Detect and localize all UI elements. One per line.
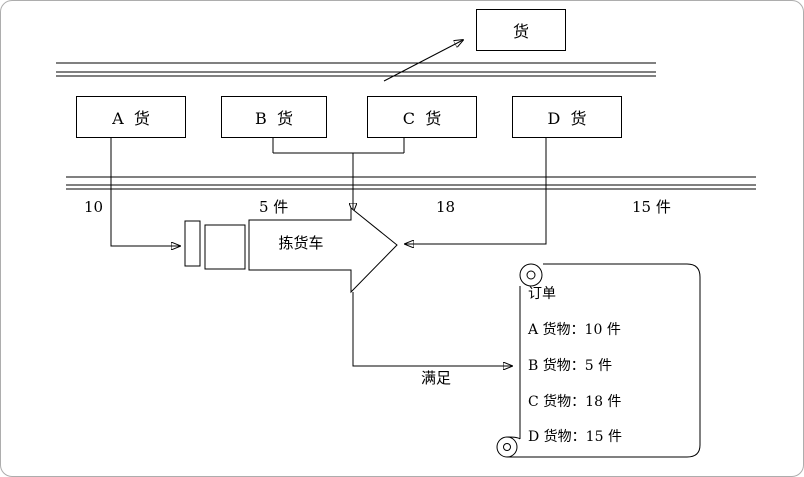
scroll-bottom-curl [496,436,518,458]
scroll-bottom-curl-inner [503,443,511,451]
lower-conveyor-rails [66,176,756,190]
quantity-c: 18 [436,198,456,216]
cart-arrow-body [248,206,398,294]
quantity-b: 5 件 [259,198,289,216]
order-item-b: B 货物：5 件 [528,358,613,374]
storage-box-a: A 货 [76,96,186,138]
connector-bc-to-cart [272,138,405,212]
order-item-c: C 货物：18 件 [528,394,622,410]
picking-cart-shape [184,206,398,294]
storage-box-d: D 货 [512,96,622,138]
storage-box-a-label: A 货 [112,109,150,128]
order-scroll-shape [496,263,701,458]
arrow-conveyor-to-goods [383,40,463,82]
storage-box-c-label: C 货 [402,109,442,128]
flow-label-satisfy: 满足 [421,369,452,387]
cart-wagon-large [204,224,246,270]
upper-conveyor-rails [56,62,656,77]
quantity-d: 15 件 [632,198,671,216]
order-item-d: D 货物：15 件 [528,429,622,445]
storage-box-b-label: B 货 [255,109,293,128]
connector-d-to-cart [405,138,547,244]
connector-cart-to-order [352,292,512,366]
order-item-a: A 货物：10 件 [528,322,621,338]
quantity-a: 10 [84,198,104,216]
storage-box-c: C 货 [367,96,477,138]
scroll-top-curl [519,263,543,287]
goods-box-label: 货 [512,22,529,41]
goods-box: 货 [476,9,566,51]
connector-a-to-cart [110,138,180,246]
scroll-outline [507,263,701,458]
storage-box-d-label: D 货 [547,109,587,128]
order-title: 订单 [528,286,556,302]
storage-box-b: B 货 [221,96,327,138]
picking-cart-label: 拣货车 [278,234,324,252]
scroll-top-curl-inner [526,270,536,280]
cart-wagon-small [184,220,201,267]
